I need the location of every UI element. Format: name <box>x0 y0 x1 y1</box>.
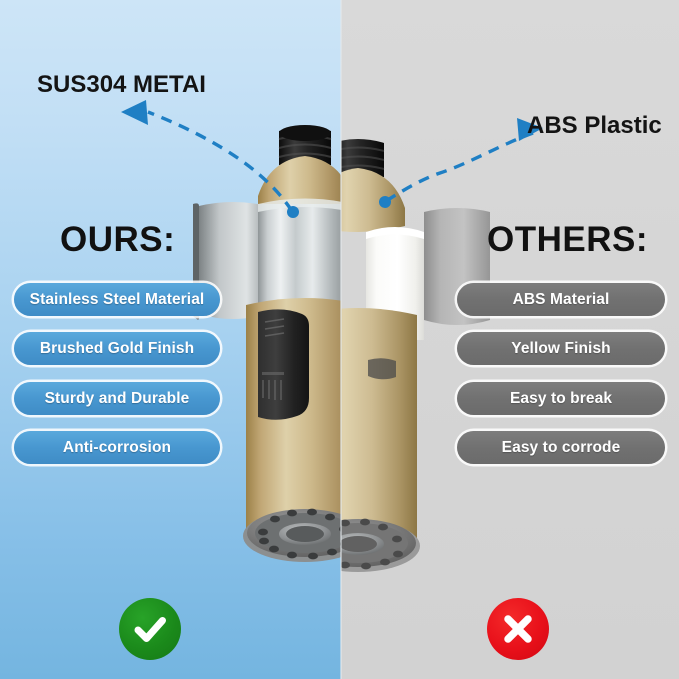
heading-others: OTHERS: <box>487 220 648 259</box>
feature-pill-others: Easy to corrode <box>457 431 665 464</box>
feature-pill-ours: Brushed Gold Finish <box>14 332 220 365</box>
feature-pill-others: ABS Material <box>457 283 665 316</box>
feature-pill-ours: Anti-corrosion <box>14 431 220 464</box>
cross-circle-icon <box>487 598 549 660</box>
panel-divider <box>340 0 342 679</box>
heading-ours: OURS: <box>60 220 176 259</box>
callout-label-metal: SUS304 METAI <box>37 71 206 98</box>
feature-pill-ours: Sturdy and Durable <box>14 382 220 415</box>
feature-pill-ours: Stainless Steel Material <box>14 283 220 316</box>
callout-label-plastic: ABS Plastic <box>527 112 662 139</box>
feature-pill-others: Easy to break <box>457 382 665 415</box>
check-circle-icon <box>119 598 181 660</box>
feature-pill-others: Yellow Finish <box>457 332 665 365</box>
